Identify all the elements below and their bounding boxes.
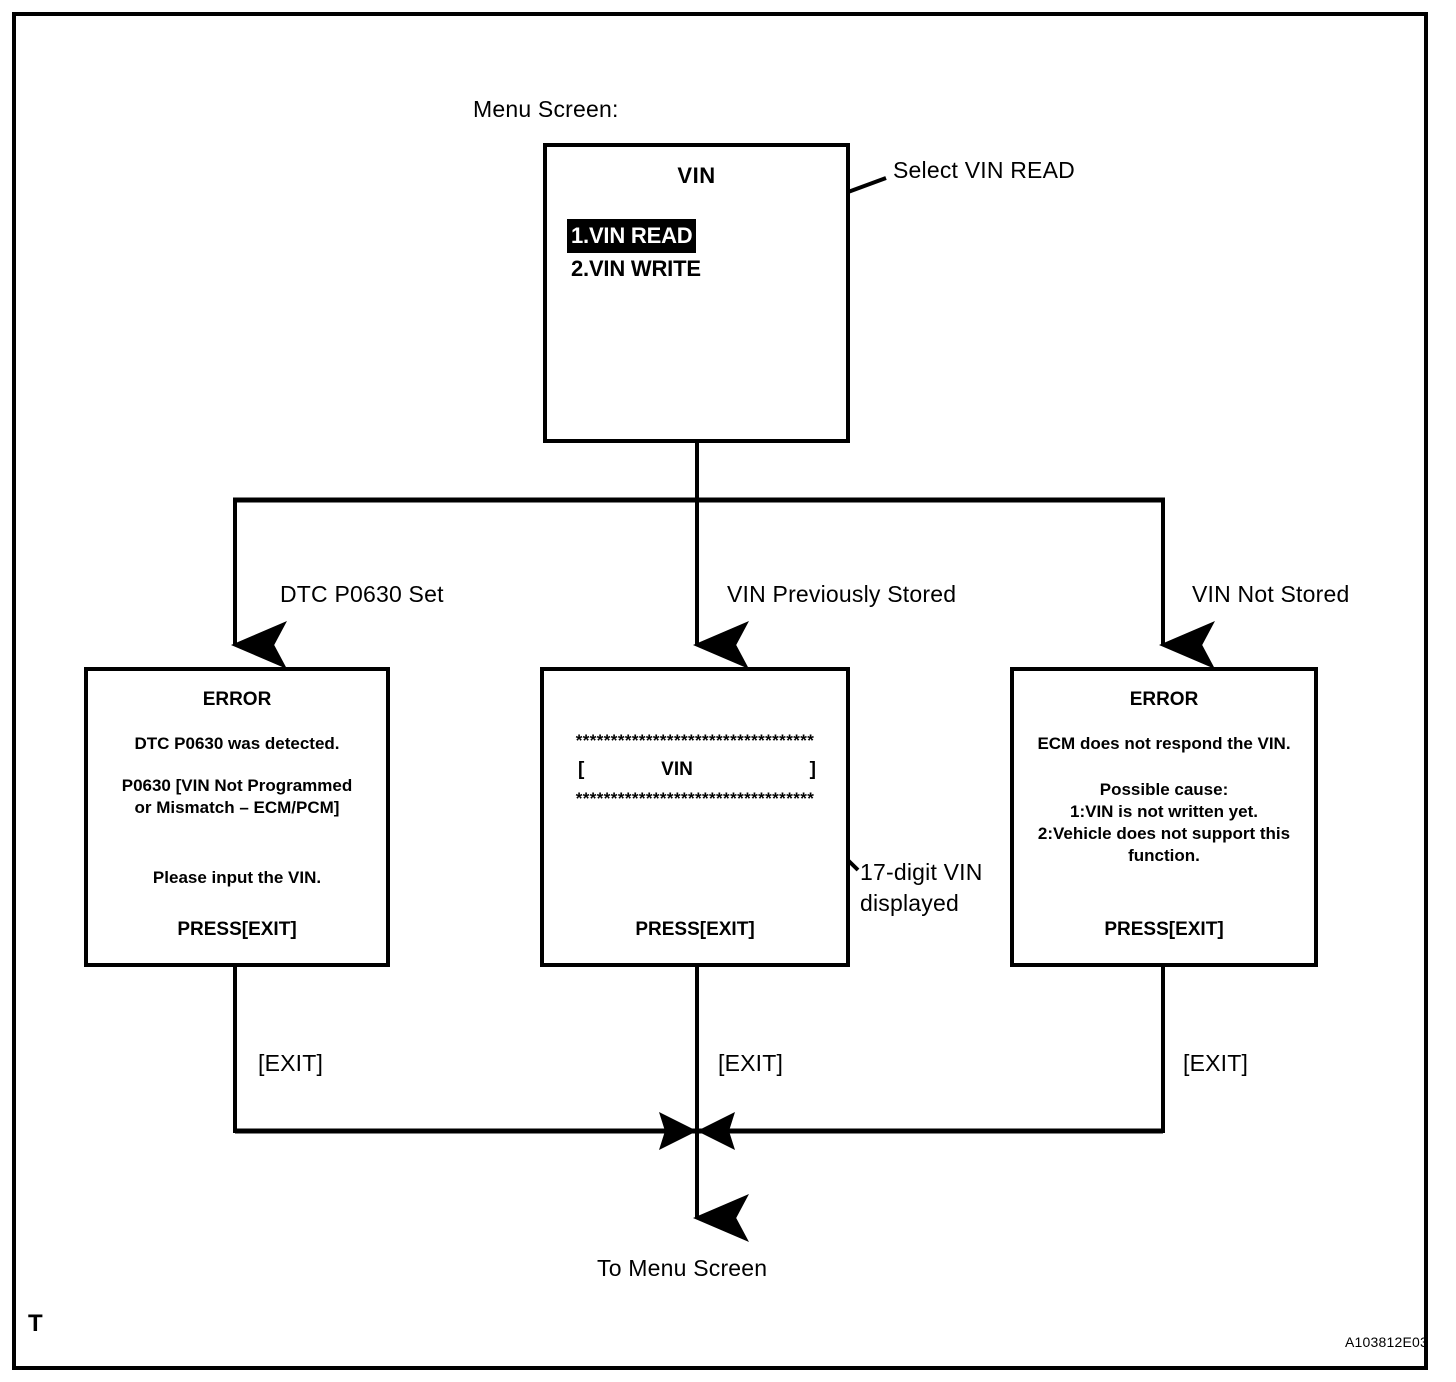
menu-screen-panel: VIN 1.VIN READ 2.VIN WRITE [543, 143, 850, 443]
not-stored-error-screen: ERROR ECM does not respond the VIN. Poss… [1010, 667, 1318, 967]
dtc-error-screen: ERROR DTC P0630 was detected. P0630 [VIN… [84, 667, 390, 967]
dtc-error-line-code-a: P0630 [VIN Not Programmed [121, 776, 353, 795]
not-stored-press-exit: PRESS[EXIT] [1104, 919, 1224, 940]
vin-value-row: [ VIN ] [578, 759, 816, 781]
dtc-error-line-input-vin: Please input the VIN. [152, 868, 322, 887]
figure-code: A103812E03 [1345, 1334, 1428, 1350]
diagram-frame [12, 12, 1428, 1370]
label-menu-screen: Menu Screen: [473, 96, 619, 122]
not-stored-line-cause-1: 1:VIN is not written yet. [1070, 802, 1258, 821]
menu-item-vin-write[interactable]: 2.VIN WRITE [571, 256, 701, 281]
exit-label-dtc: [EXIT] [258, 1050, 324, 1076]
vin-stars-top: ********************************** [575, 731, 815, 750]
callout-17-digit-vin: 17-digit VIN displayed [860, 859, 983, 916]
menu-screen-title: VIN [677, 163, 716, 188]
dtc-error-line-detected: DTC P0630 was detected. [134, 734, 340, 753]
exit-label-vin: [EXIT] [718, 1050, 784, 1076]
branch-label-dtc-set: DTC P0630 Set [280, 581, 444, 607]
callout-select-vin-read: Select VIN READ [893, 157, 1075, 183]
vin-bracket-open: [ [578, 759, 585, 780]
branch-label-vin-not-stored: VIN Not Stored [1192, 581, 1350, 607]
dtc-error-line-code-b: or Mismatch – ECM/PCM] [134, 798, 340, 817]
not-stored-line-possible-cause: Possible cause: [1099, 780, 1229, 799]
label-to-menu-screen: To Menu Screen [597, 1255, 768, 1281]
vin-stars-bottom: ********************************** [575, 789, 815, 808]
not-stored-line-cause-2a: 2:Vehicle does not support this [1037, 824, 1291, 843]
vin-display-screen: ********************************** [ VIN… [540, 667, 850, 967]
corner-marker: T [28, 1310, 43, 1337]
dtc-error-press-exit: PRESS[EXIT] [177, 919, 297, 940]
dtc-error-heading: ERROR [202, 689, 272, 710]
not-stored-line-cause-2b: function. [1128, 846, 1200, 865]
menu-screen-list: 1.VIN READ 2.VIN WRITE [567, 219, 701, 284]
vin-bracket-close: ] [809, 759, 816, 780]
not-stored-line-no-respond: ECM does not respond the VIN. [1037, 734, 1291, 753]
not-stored-heading: ERROR [1129, 689, 1199, 710]
branch-label-vin-previously-stored: VIN Previously Stored [727, 581, 957, 607]
vin-value-text: VIN [661, 759, 693, 780]
exit-label-not-stored: [EXIT] [1183, 1050, 1249, 1076]
menu-item-vin-read[interactable]: 1.VIN READ [567, 219, 697, 253]
vin-display-press-exit: PRESS[EXIT] [635, 919, 755, 940]
